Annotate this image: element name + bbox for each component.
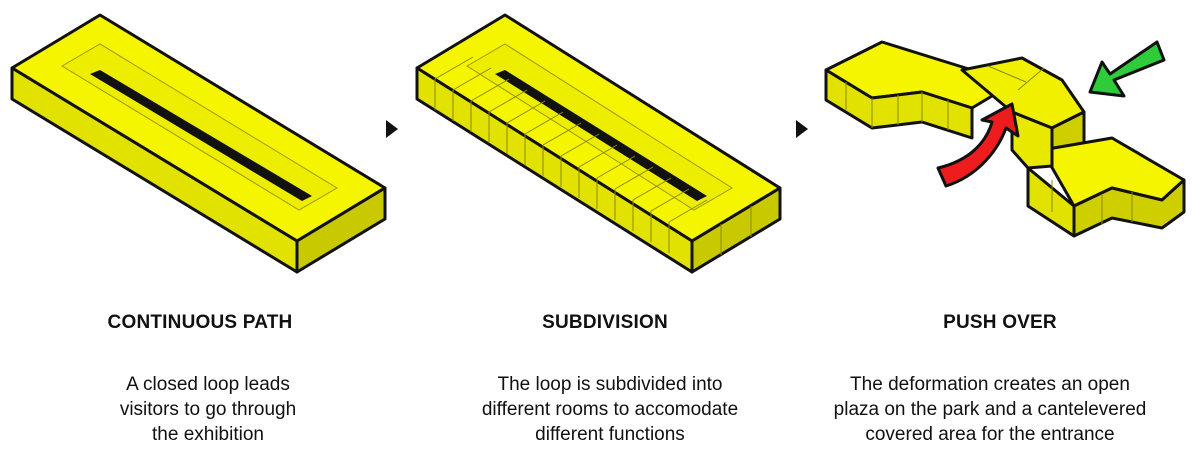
description-line: The loop is subdivided into: [497, 374, 723, 395]
panel-description-subdivision: The loop is subdivided into different ro…: [410, 372, 810, 447]
subdivided-right-face: [690, 186, 782, 274]
room-dividers: [434, 56, 752, 255]
loop-central-void: [90, 70, 312, 201]
subdivision-volume: [415, 13, 782, 274]
description-line: plaza on the park and a cantelevered: [833, 399, 1147, 420]
subdivided-central-void: [495, 70, 707, 201]
description-line: different functions: [535, 424, 685, 445]
description-line: A closed loop leads: [126, 374, 290, 395]
separator-arrow-icon: [386, 120, 398, 138]
panel-title-push-over: PUSH OVER: [943, 312, 1057, 333]
description-line: the exhibition: [152, 424, 264, 445]
description-line: The deformation creates an open: [850, 374, 1130, 395]
panel-description-continuous-path: A closed loop leads visitors to go throu…: [8, 372, 408, 447]
panel-title-subdivision: SUBDIVISION: [542, 312, 668, 333]
loop-inner-edge: [61, 43, 338, 211]
description-line: covered area for the entrance: [865, 424, 1115, 445]
description-line: visitors to go through: [119, 399, 297, 420]
description-line: different rooms to accomodate: [481, 399, 739, 420]
push-over-volume: [824, 40, 1186, 238]
deformed-connector: [1010, 110, 1054, 170]
continuous-path-volume: [10, 13, 387, 274]
subdivided-inner-edge: [466, 43, 733, 211]
panel-description-push-over: The deformation creates an open plaza on…: [790, 372, 1190, 447]
deformed-room-dividers: [845, 65, 1133, 224]
separator-arrow-icon: [796, 120, 808, 138]
deformed-left-mass-front: [824, 68, 974, 140]
green-push-arrow-icon: [1088, 40, 1166, 98]
panel-title-continuous-path: CONTINUOUS PATH: [107, 312, 293, 333]
red-push-arrow-icon: [936, 102, 1020, 188]
loop-right-face: [295, 186, 387, 274]
